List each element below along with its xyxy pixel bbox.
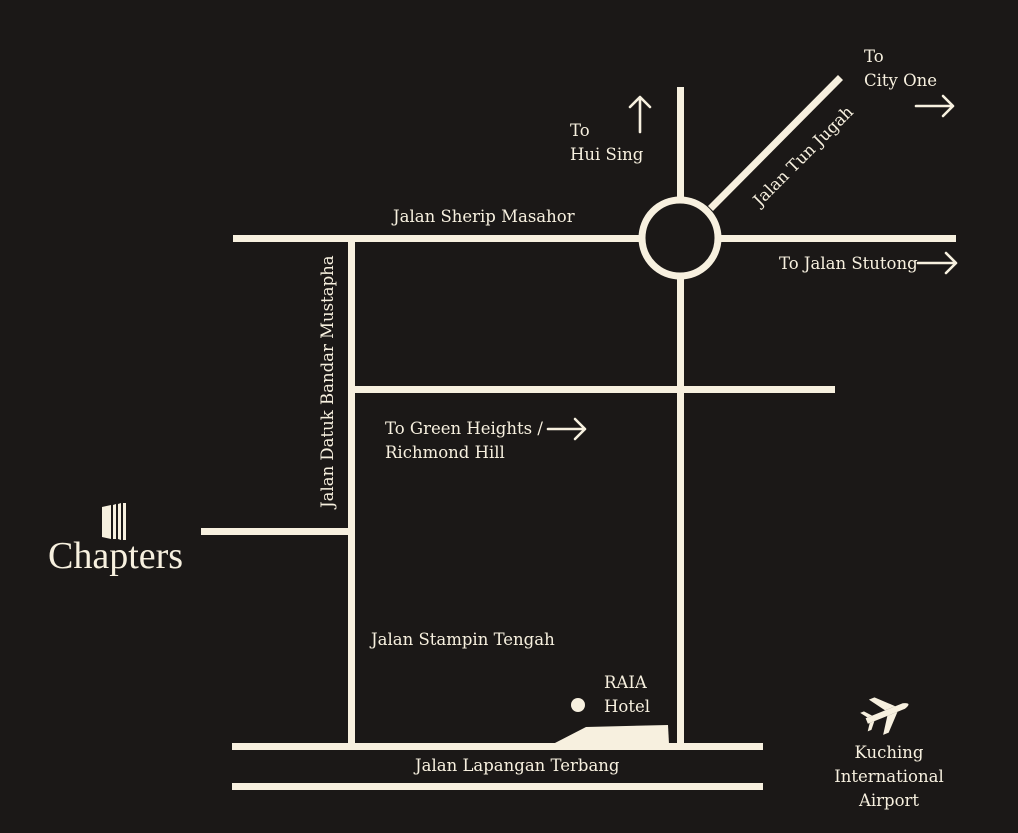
label-sherip-masahor: Jalan Sherip Masahor <box>391 207 575 226</box>
label-stutong: To Jalan Stutong <box>779 254 918 273</box>
label-hotel-name: RAIA <box>604 673 648 692</box>
book-icon <box>102 503 126 540</box>
airplane-icon <box>860 697 909 735</box>
road-south-vertical <box>677 278 684 746</box>
arrow-right-icon <box>914 94 955 118</box>
label-city-one: City One <box>864 71 937 90</box>
label-airport-line1: Kuching <box>855 743 924 762</box>
label-hotel: Hotel <box>604 697 650 716</box>
road-to-stutong <box>718 235 956 242</box>
road-sherip-masahor <box>233 235 641 242</box>
label-hui-sing-to: To <box>570 121 590 140</box>
hotel-building <box>553 725 669 744</box>
arrow-right-icon <box>546 417 587 441</box>
hotel-marker <box>571 698 585 712</box>
road-lapangan-terbang-north <box>232 743 763 750</box>
label-lapangan-terbang: Jalan Lapangan Terbang <box>413 756 620 775</box>
road-lapangan-terbang-south <box>232 783 763 790</box>
label-airport-line2: International <box>834 767 943 786</box>
chapters-logo: Chapters <box>48 503 183 577</box>
label-city-one-to: To <box>864 47 884 66</box>
label-airport-line3: Airport <box>858 791 919 810</box>
label-hui-sing: Hui Sing <box>570 145 644 164</box>
chapters-wordmark: Chapters <box>48 535 183 577</box>
roundabout <box>638 196 722 280</box>
arrow-right-icon <box>916 251 958 275</box>
road-north-vertical <box>677 87 684 199</box>
road-to-chapters <box>201 528 351 535</box>
arrow-up-icon <box>628 95 652 134</box>
label-stampin-tengah: Jalan Stampin Tengah <box>369 630 555 649</box>
road-network <box>201 75 956 790</box>
road-tun-jugah <box>708 75 843 211</box>
label-richmond-hill: Richmond Hill <box>385 443 505 462</box>
label-green-heights: To Green Heights / <box>385 419 543 438</box>
road-datuk-bandar <box>348 238 355 746</box>
road-green-heights <box>351 386 835 393</box>
label-datuk-bandar: Jalan Datuk Bandar Mustapha <box>318 255 337 510</box>
